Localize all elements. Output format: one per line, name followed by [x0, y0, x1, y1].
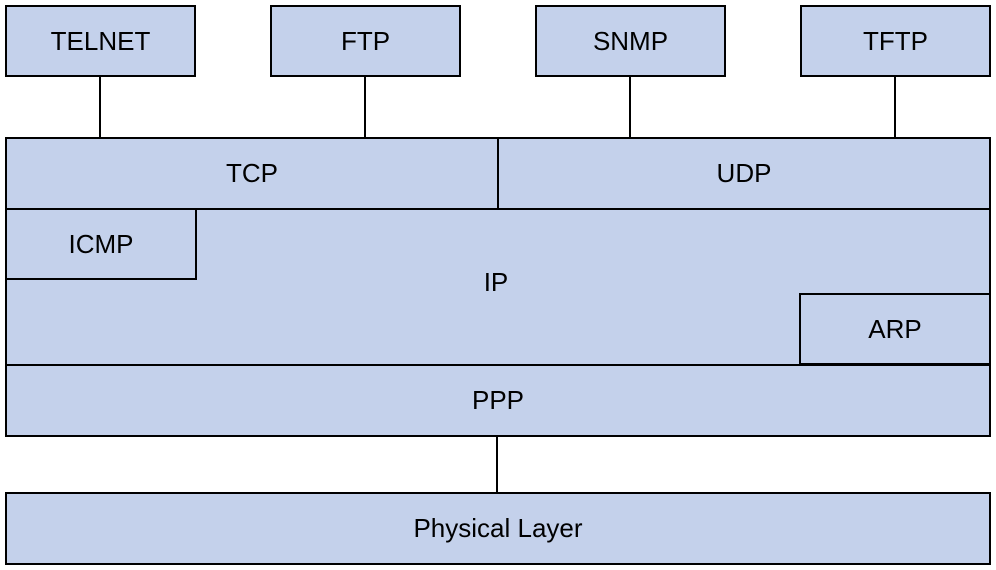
arp-box: ARP: [799, 293, 991, 365]
snmp-box: SNMP: [535, 5, 726, 77]
connector-ppp-physical: [496, 435, 498, 493]
ip-label: IP: [483, 267, 509, 297]
tcp-box: TCP: [5, 137, 499, 210]
tftp-box: TFTP: [800, 5, 991, 77]
ppp-box: PPP: [5, 364, 991, 437]
connector-tftp-udp: [894, 76, 896, 138]
udp-box: UDP: [497, 137, 991, 210]
connector-ftp-tcp: [364, 76, 366, 138]
icmp-box: ICMP: [5, 208, 197, 280]
physical-layer-box: Physical Layer: [5, 492, 991, 565]
connector-telnet-tcp: [99, 76, 101, 138]
connector-snmp-udp: [629, 76, 631, 138]
telnet-box: TELNET: [5, 5, 196, 77]
ftp-box: FTP: [270, 5, 461, 77]
